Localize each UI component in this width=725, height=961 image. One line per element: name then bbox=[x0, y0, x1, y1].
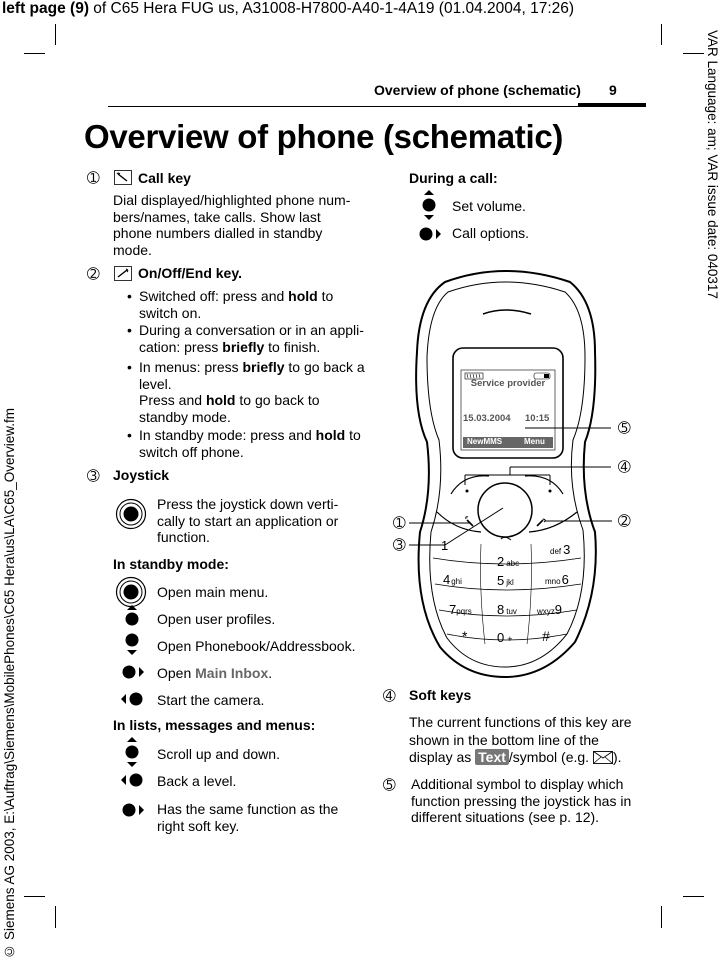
phone-illustration: Service provider 15.03.2004 10:15 NewMMS… bbox=[385, 262, 645, 682]
during-call-heading: During a call: bbox=[409, 170, 498, 186]
crop-mark bbox=[661, 24, 662, 45]
joystick-up-down-icon bbox=[124, 736, 140, 768]
standby-heading: In standby mode: bbox=[113, 556, 229, 572]
end-key-bullet: During a conversation or in an appli-cat… bbox=[127, 322, 365, 355]
page-number: 9 bbox=[609, 82, 617, 98]
var-language-line: VAR Language: am; VAR issue date: 040317 bbox=[705, 30, 720, 299]
joystick-right-icon bbox=[417, 226, 443, 242]
callout-leaders bbox=[409, 427, 612, 546]
call-volume-text: Set volume. bbox=[452, 198, 526, 214]
callout-number-1: ➀ bbox=[87, 170, 100, 187]
end-key-title: On/Off/End key. bbox=[138, 265, 242, 281]
key-9: wxyz9 bbox=[537, 602, 563, 617]
call-key-title: Call key bbox=[138, 170, 191, 186]
phone-callout-5: ➄ bbox=[618, 420, 631, 437]
joystick-right-icon bbox=[120, 664, 146, 680]
key-hash: # bbox=[542, 628, 550, 644]
key-4: 4ghi bbox=[443, 572, 462, 587]
running-header-title: Overview of phone (schematic) bbox=[374, 82, 581, 98]
end-key-bullet: In standby mode: press and hold to switc… bbox=[127, 427, 365, 460]
document-meta-line: left page (9) of C65 Hera FUG us, A31008… bbox=[2, 0, 575, 17]
screen-left-softkey: NewMMS bbox=[467, 437, 503, 446]
soft-keys-text: The current functions of this key are sh… bbox=[409, 714, 632, 765]
joystick-press-text: Press the joystick down verti-cally to s… bbox=[157, 496, 339, 545]
lists-right-soft-text: Has the same function as the right soft … bbox=[157, 801, 339, 834]
phone-callout-2: ➁ bbox=[618, 513, 631, 530]
end-key-icon bbox=[114, 266, 132, 281]
crop-mark bbox=[683, 896, 704, 897]
key-0: 0+ bbox=[497, 630, 513, 645]
phone-callout-1: ➀ bbox=[393, 515, 406, 532]
key-6: mno6 bbox=[545, 572, 569, 587]
header-rule bbox=[108, 106, 646, 107]
screen-provider: Service provider bbox=[470, 378, 546, 389]
phone-callout-4: ➃ bbox=[618, 459, 631, 476]
joystick-press-icon bbox=[115, 498, 147, 530]
crop-mark bbox=[661, 906, 662, 928]
header-rule-bold bbox=[578, 103, 646, 107]
text-softkey-sample: Text bbox=[475, 749, 509, 765]
key-star: * bbox=[462, 628, 468, 644]
crop-mark bbox=[24, 53, 45, 54]
lists-heading: In lists, messages and menus: bbox=[113, 717, 316, 733]
lists-back-text: Back a level. bbox=[157, 773, 237, 789]
crop-mark bbox=[55, 906, 56, 928]
joystick-up-icon bbox=[124, 604, 140, 628]
lists-scroll-text: Scroll up and down. bbox=[157, 746, 280, 762]
callout-number-5: ➄ bbox=[383, 777, 396, 794]
joystick-right-icon bbox=[120, 802, 146, 818]
joystick-title: Joystick bbox=[113, 467, 170, 483]
joystick-down-icon bbox=[124, 632, 140, 656]
crop-mark bbox=[24, 896, 45, 897]
call-key-text: Dial displayed/highlighted phone num-ber… bbox=[113, 192, 351, 258]
crop-mark bbox=[55, 24, 56, 45]
screen-right-softkey: Menu bbox=[524, 437, 545, 446]
standby-main-menu-text: Open main menu. bbox=[157, 584, 269, 600]
soft-keys-title: Soft keys bbox=[409, 687, 472, 703]
joystick-left-icon bbox=[119, 772, 145, 788]
call-options-text: Call options. bbox=[452, 225, 530, 241]
call-key-icon bbox=[114, 170, 132, 185]
additional-symbol-text: Additional symbol to display which funct… bbox=[411, 776, 632, 825]
standby-camera-text: Start the camera. bbox=[157, 692, 265, 708]
page-title: Overview of phone (schematic) bbox=[84, 118, 564, 155]
envelope-icon bbox=[592, 751, 613, 764]
key-7: 7pqrs bbox=[449, 602, 472, 617]
end-key-bullet: In menus: press briefly to go back a lev… bbox=[127, 359, 365, 425]
crop-mark bbox=[683, 53, 704, 54]
standby-inbox-text: Open Main Inbox. bbox=[157, 665, 273, 681]
screen-time: 10:15 bbox=[525, 413, 550, 424]
callout-number-2: ➁ bbox=[87, 266, 100, 283]
callout-number-3: ➂ bbox=[87, 468, 100, 485]
end-key-bullet: Switched off: press and hold to switch o… bbox=[127, 288, 365, 321]
standby-phonebook-text: Open Phonebook/Addressbook. bbox=[157, 638, 356, 654]
screen-date: 15.03.2004 bbox=[463, 413, 511, 424]
callout-number-4: ➃ bbox=[383, 688, 396, 705]
joystick-left-icon bbox=[119, 691, 145, 707]
copyright-path-line: © Siemens AG 2003, E:\Auftrag\Siemens\Mo… bbox=[2, 408, 17, 959]
joystick-up-down-icon bbox=[421, 189, 437, 221]
standby-profiles-text: Open user profiles. bbox=[157, 611, 276, 627]
phone-callout-3: ➂ bbox=[393, 537, 406, 554]
